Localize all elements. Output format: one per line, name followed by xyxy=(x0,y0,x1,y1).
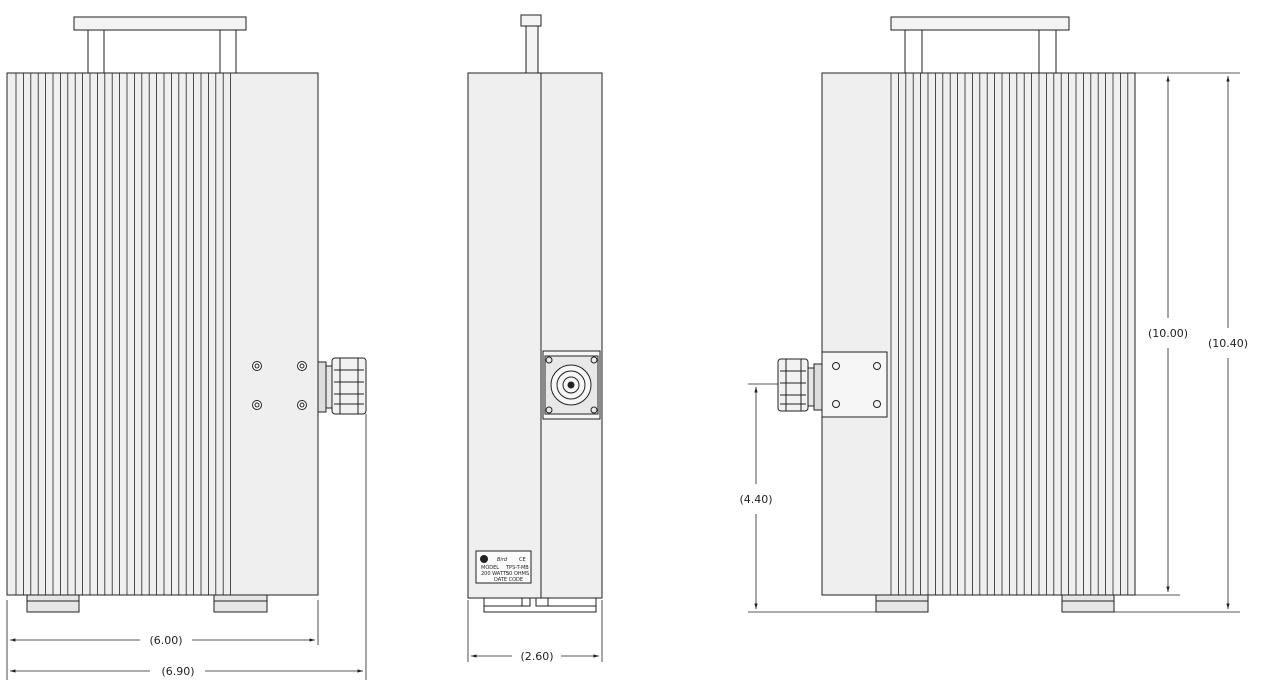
nameplate-mark: CE xyxy=(519,557,526,563)
side-feet xyxy=(483,598,597,613)
screw-icon xyxy=(252,400,262,410)
rear-body xyxy=(821,72,1136,596)
front-fins xyxy=(15,73,232,595)
dim-rear-body-height: (10.00) xyxy=(1148,327,1188,340)
dim-front-overall-width: (6.90) xyxy=(161,665,194,678)
nameplate: Bird CE MODEL TPS-T-MB 200 WATTS 50 OHMS… xyxy=(475,550,532,584)
side-handle xyxy=(520,14,542,27)
nameplate-line2-right: 50 OHMS xyxy=(506,571,529,577)
rear-dimensions xyxy=(748,72,1240,613)
rear-foot-right xyxy=(1061,594,1115,613)
screw-icon xyxy=(297,400,307,410)
front-view: (6.00) (6.90) xyxy=(6,16,367,680)
nameplate-line1-left: MODEL xyxy=(481,565,499,571)
dim-front-width: (6.00) xyxy=(149,634,182,647)
rear-view: (4.40) (10.00) (10.40) xyxy=(739,16,1248,613)
front-foot-right xyxy=(213,594,268,613)
rear-handle xyxy=(890,16,1070,74)
n-connector xyxy=(542,350,601,420)
dim-rear-overall-height: (10.40) xyxy=(1208,337,1248,350)
side-view: Bird CE MODEL TPS-T-MB 200 WATTS 50 OHMS… xyxy=(467,14,603,663)
front-screws xyxy=(252,361,307,410)
dim-rear-connector-height: (4.40) xyxy=(739,493,772,506)
rear-foot-left xyxy=(875,594,929,613)
rear-cable-gland xyxy=(777,358,823,412)
nameplate-brand: Bird xyxy=(497,557,508,563)
front-dimensions xyxy=(6,414,367,680)
front-handle xyxy=(73,16,247,74)
rear-connector-plate xyxy=(821,351,888,418)
front-cable-gland xyxy=(317,357,367,415)
screw-icon xyxy=(252,361,262,371)
nameplate-line1-right: TPS-T-MB xyxy=(505,565,529,571)
nameplate-line2-left: 200 WATTS xyxy=(481,571,509,577)
dim-side-depth: (2.60) xyxy=(520,650,553,663)
side-body xyxy=(467,72,603,599)
front-body xyxy=(6,72,319,596)
rear-fins xyxy=(890,73,1129,595)
side-dimensions xyxy=(467,600,603,662)
front-foot-left xyxy=(26,594,80,613)
screw-icon xyxy=(297,361,307,371)
nameplate-line3: DATE CODE xyxy=(494,577,523,583)
